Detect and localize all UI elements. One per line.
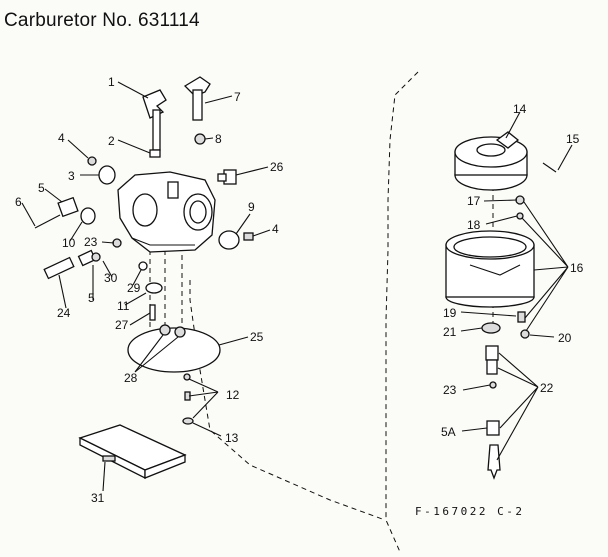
callout-16: 16 (570, 261, 584, 275)
washer-part-23b (489, 381, 497, 389)
callout-17: 17 (467, 194, 481, 208)
callout-4b: 4 (272, 222, 279, 236)
needle-part-6 (34, 214, 61, 229)
throttle-lever-part-1 (142, 89, 167, 151)
plug-part-28a (159, 324, 171, 336)
callout-23: 23 (84, 235, 98, 249)
choke-plate-part-9 (218, 230, 240, 250)
nut-part-20 (520, 329, 530, 339)
filter-pad-part-31 (78, 424, 187, 480)
needle-part-22c (487, 444, 501, 480)
callout-31: 31 (91, 491, 105, 505)
callout-28: 28 (124, 371, 138, 385)
callout-12: 12 (226, 388, 240, 402)
callout-23b: 23 (443, 383, 457, 397)
plug-part-28b (174, 326, 186, 338)
callout-13: 13 (225, 431, 239, 445)
page-title: Carburetor No. 631114 (4, 10, 200, 31)
washer-part-12a (183, 373, 191, 381)
gasket-part-25 (127, 327, 221, 373)
leader-lines (21, 81, 573, 492)
callout-14: 14 (513, 102, 527, 116)
screw-part-5 (57, 196, 79, 218)
fitting-part-26 (217, 169, 237, 185)
callout-5b: 5 (88, 291, 95, 305)
callout-21: 21 (443, 325, 457, 339)
callout-10: 10 (62, 236, 76, 250)
callout-1: 1 (108, 75, 115, 89)
callout-7: 7 (234, 90, 241, 104)
callout-30: 30 (104, 271, 118, 285)
callout-9: 9 (248, 200, 255, 214)
callout-labels: 1 7 2 8 4 3 26 5 6 10 23 9 4 30 5 29 24 … (15, 75, 584, 505)
boundary-dashed-line (385, 71, 419, 553)
washer-part-21 (481, 322, 501, 334)
callout-15: 15 (566, 132, 580, 146)
spring-part-2 (149, 149, 161, 158)
callout-18: 18 (467, 218, 481, 232)
seal-part-8 (194, 133, 206, 145)
float-pin-part-11 (145, 282, 163, 294)
callout-8: 8 (215, 132, 222, 146)
callout-4: 4 (58, 131, 65, 145)
linkage-dashed-line (189, 280, 386, 521)
screw-part-4b (243, 232, 254, 241)
washer-part-10 (80, 207, 96, 225)
clip-part-13 (182, 417, 194, 425)
callout-24: 24 (57, 306, 71, 320)
spring-part-19 (517, 311, 526, 323)
callout-22: 22 (540, 381, 554, 395)
callout-25: 25 (250, 330, 264, 344)
throttle-plate-part-3 (98, 165, 116, 185)
screw-part-17 (515, 195, 525, 205)
callout-11: 11 (117, 299, 130, 313)
diagram-code: F-167022 C-2 (415, 505, 525, 518)
callout-5: 5 (38, 181, 45, 195)
callout-29: 29 (127, 281, 141, 295)
body-part-22b (486, 359, 498, 375)
carburetor-body (117, 171, 216, 253)
needle-part-27 (149, 304, 156, 321)
callout-2: 2 (108, 134, 115, 148)
choke-lever-part-7 (183, 76, 211, 121)
screw-part-4 (87, 156, 97, 166)
washer-part-23 (112, 238, 122, 248)
callout-6: 6 (15, 195, 22, 209)
callout-3: 3 (68, 169, 75, 183)
float-bowl-cover-part-14 (454, 131, 528, 191)
needle-seat-part-5a (486, 420, 500, 436)
needle-part-24 (43, 249, 97, 280)
pin-part-15 (542, 162, 557, 173)
callout-5a: 5A (441, 425, 456, 439)
callout-26: 26 (270, 160, 284, 174)
callout-20: 20 (558, 331, 572, 345)
callout-27: 27 (115, 318, 129, 332)
nut-part-22 (485, 345, 499, 361)
ring-part-29 (138, 261, 148, 271)
callout-19: 19 (443, 306, 457, 320)
float-bowl-part-16 (445, 230, 535, 308)
washer-part-30 (91, 252, 101, 262)
